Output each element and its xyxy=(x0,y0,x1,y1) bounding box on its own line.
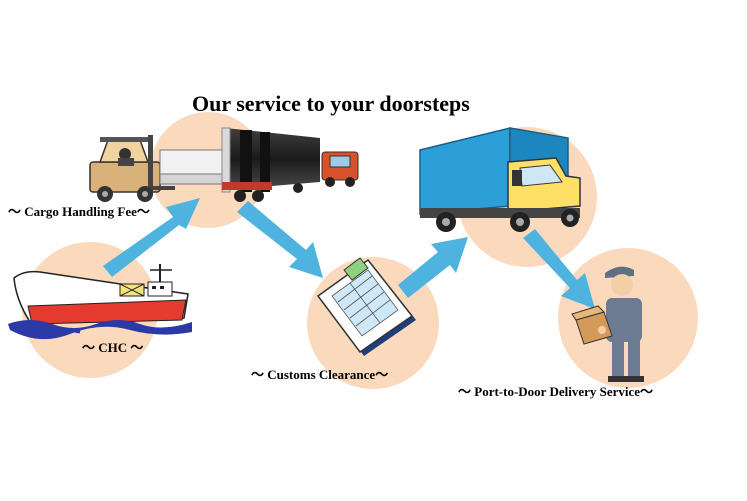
label-port-to-door-delivery: ～ Port-to-Door Delivery Service～ xyxy=(458,384,654,399)
page-title: Our service to your doorsteps xyxy=(192,91,470,116)
arrow-cargo-to-customs xyxy=(237,201,323,278)
arrow-chc-to-cargo xyxy=(103,198,200,277)
label-customs-clearance: ～ Customs Clearance～ xyxy=(251,367,389,382)
forklift-and-truck-icon xyxy=(89,127,359,202)
label-chc: ～ CHC ～ xyxy=(82,340,144,355)
cargo-ship-icon xyxy=(8,264,192,340)
arrow-customs-to-truck xyxy=(398,237,468,298)
label-cargo-handling-fee: ～ Cargo Handling Fee～ xyxy=(8,204,150,219)
clipboard-icon xyxy=(316,257,416,356)
delivery-worker-icon xyxy=(571,266,644,382)
delivery-truck-icon xyxy=(419,127,581,232)
arrow-truck-to-delivery xyxy=(523,229,595,309)
